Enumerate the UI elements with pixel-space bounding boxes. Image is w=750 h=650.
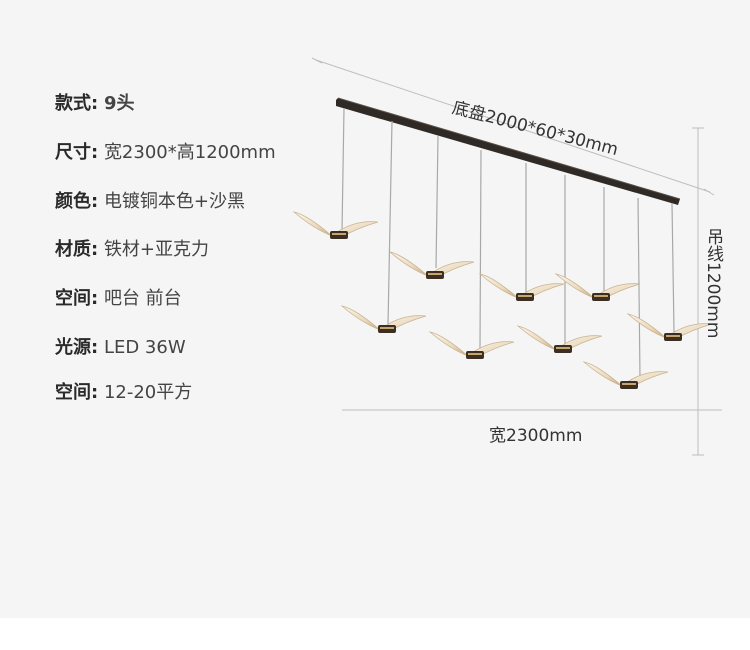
width-dimension-label: 宽2300mm bbox=[489, 426, 583, 446]
spec-value: 电镀铜本色+沙黑 bbox=[103, 191, 246, 212]
spec-value: 宽2300*高1200mm bbox=[103, 142, 276, 163]
spec-key: 光源: bbox=[55, 337, 99, 358]
bird-lamps bbox=[293, 211, 713, 390]
spec-key: 尺寸: bbox=[55, 142, 99, 163]
spec-key: 颜色: bbox=[55, 191, 99, 212]
spec-key: 材质: bbox=[55, 239, 99, 260]
spec-row-size: 尺寸: 宽2300*高1200mm bbox=[55, 141, 276, 165]
spec-row-style: 款式: 9头 bbox=[55, 92, 134, 116]
spec-value: 吧台 前台 bbox=[103, 288, 182, 309]
chandelier-drawing bbox=[293, 57, 722, 456]
canopy-bar bbox=[336, 97, 681, 205]
spec-key: 空间: bbox=[55, 288, 99, 309]
drop-dimension-label: 吊线1200mm bbox=[703, 228, 723, 339]
spec-row-space: 空间: 吧台 前台 bbox=[55, 287, 182, 311]
product-spec-panel: 款式: 9头 尺寸: 宽2300*高1200mm 颜色: 电镀铜本色+沙黑 材质… bbox=[55, 57, 723, 456]
spec-row-light-source: 光源: LED 36W bbox=[55, 336, 186, 360]
dimension-lines bbox=[311, 57, 722, 456]
spec-value: 铁材+亚克力 bbox=[103, 239, 210, 260]
spec-value: 12-20平方 bbox=[103, 382, 193, 403]
spec-row-color: 颜色: 电镀铜本色+沙黑 bbox=[55, 190, 245, 214]
suspension-wires bbox=[341, 107, 675, 379]
spec-value: 9头 bbox=[103, 93, 135, 114]
spec-value: LED 36W bbox=[103, 337, 186, 358]
spec-row-material: 材质: 铁材+亚克力 bbox=[55, 238, 209, 262]
spec-row-area: 空间: 12-20平方 bbox=[55, 381, 192, 405]
spec-key: 空间: bbox=[55, 382, 99, 403]
spec-key: 款式: bbox=[55, 93, 99, 114]
